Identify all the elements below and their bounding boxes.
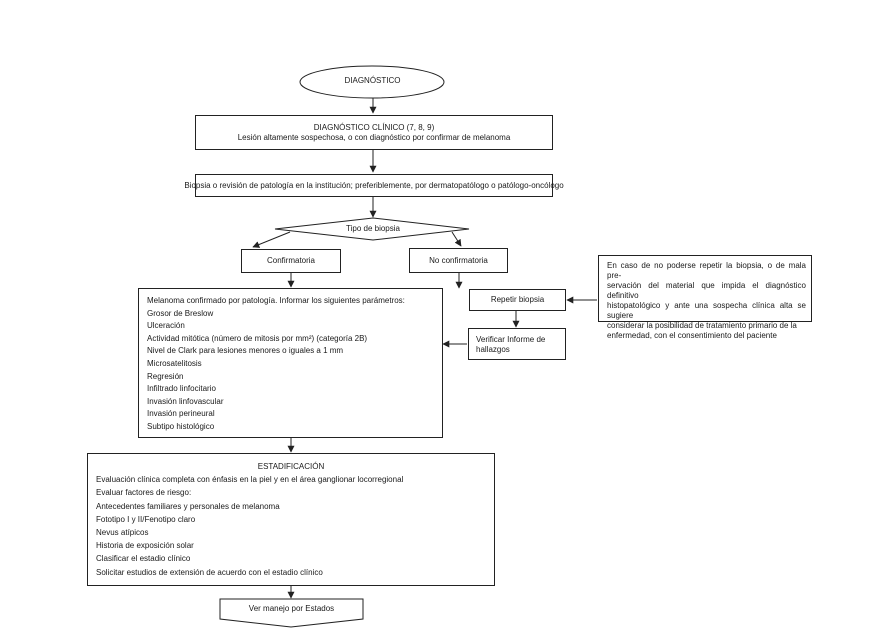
biopsy-review-box: Biopsia o revisión de patología en la in… <box>184 174 564 197</box>
staging-item: Fototipo I y II/Fenotipo claro <box>96 514 196 524</box>
pathology-item: Regresión <box>147 371 184 381</box>
pathology-item: Invasión linfovascular <box>147 396 224 406</box>
clinical-diagnosis-box: DIAGNÓSTICO CLÍNICO (7, 8, 9) Lesión alt… <box>195 115 553 150</box>
pathology-item: Ulceración <box>147 321 185 331</box>
verify-report-box: Verificar Informe de hallazgos <box>468 328 566 360</box>
staging-item: Solicitar estudios de extensión de acuer… <box>96 567 323 577</box>
side-note-line: En caso de no poderse repetir la biopsia… <box>607 261 806 280</box>
staging-item: Evaluar factores de riesgo: <box>96 488 192 498</box>
staging-item: Nevus atípicos <box>96 528 149 538</box>
verify-report-line: hallazgos <box>476 345 510 354</box>
arrow-decision-to-confirmatoria <box>252 231 291 248</box>
side-note-line: servación del material que impida el dia… <box>607 281 806 300</box>
pathology-item: Infiltrado linfocitario <box>147 384 216 394</box>
staging-item: Evaluación clínica completa con énfasis … <box>96 475 404 485</box>
pathology-item: Microsatelitosis <box>147 358 202 368</box>
no-confirmatoria-box: No confirmatoria <box>409 248 508 273</box>
repeat-biopsy-box: Repetir biopsia <box>469 289 566 311</box>
arrow-decision-to-no-confirmatoria <box>451 231 462 247</box>
staging-item: Antecedentes familiares y personales de … <box>96 501 280 511</box>
side-note-line: considerar la posibilidad de tratamiento… <box>607 321 797 330</box>
side-note-line: histopatológico y ante una sospecha clín… <box>607 301 806 320</box>
next-label: Ver manejo por Estados <box>248 604 335 613</box>
biopsy-review-text: Biopsia o revisión de patología en la in… <box>184 180 564 190</box>
side-note-line: enfermedad, con el consentimiento del pa… <box>607 331 777 340</box>
no-confirmatoria-label: No confirmatoria <box>429 255 488 265</box>
start-label: DIAGNÓSTICO <box>344 76 401 85</box>
repeat-biopsy-label: Repetir biopsia <box>490 295 545 304</box>
staging-box: ESTADIFICACIÓN Evaluación clínica comple… <box>87 453 495 586</box>
staging-item: Historia de exposición solar <box>96 541 194 551</box>
staging-item: Clasificar el estadio clínico <box>96 554 191 564</box>
clinical-title: DIAGNÓSTICO CLÍNICO (7, 8, 9) <box>313 122 435 132</box>
side-note-box: En caso de no poderse repetir la biopsia… <box>598 255 812 340</box>
next-connector-shape <box>219 598 364 628</box>
clinical-text: Lesión altamente sospechosa, o con diagn… <box>237 132 511 142</box>
decision-label: Tipo de biopsia <box>346 224 400 233</box>
pathology-item: Subtipo histológico <box>147 421 215 431</box>
pathology-box: Melanoma confirmado por patología. Infor… <box>138 288 443 438</box>
staging-title: ESTADIFICACIÓN <box>257 462 325 471</box>
pathology-item: Grosor de Breslow <box>147 308 214 318</box>
verify-report-line: Verificar Informe de <box>476 335 546 344</box>
pathology-item: Melanoma confirmado por patología. Infor… <box>147 296 405 305</box>
confirmatoria-box: Confirmatoria <box>241 249 341 273</box>
start-oval <box>299 65 445 99</box>
pathology-item: Nivel de Clark para lesiones menores o i… <box>147 346 344 356</box>
confirmatoria-label: Confirmatoria <box>266 256 315 265</box>
pathology-item: Actividad mitótica (número de mitosis po… <box>147 333 368 343</box>
decision-diamond <box>274 217 470 241</box>
pathology-item: Invasión perineural <box>147 409 215 419</box>
